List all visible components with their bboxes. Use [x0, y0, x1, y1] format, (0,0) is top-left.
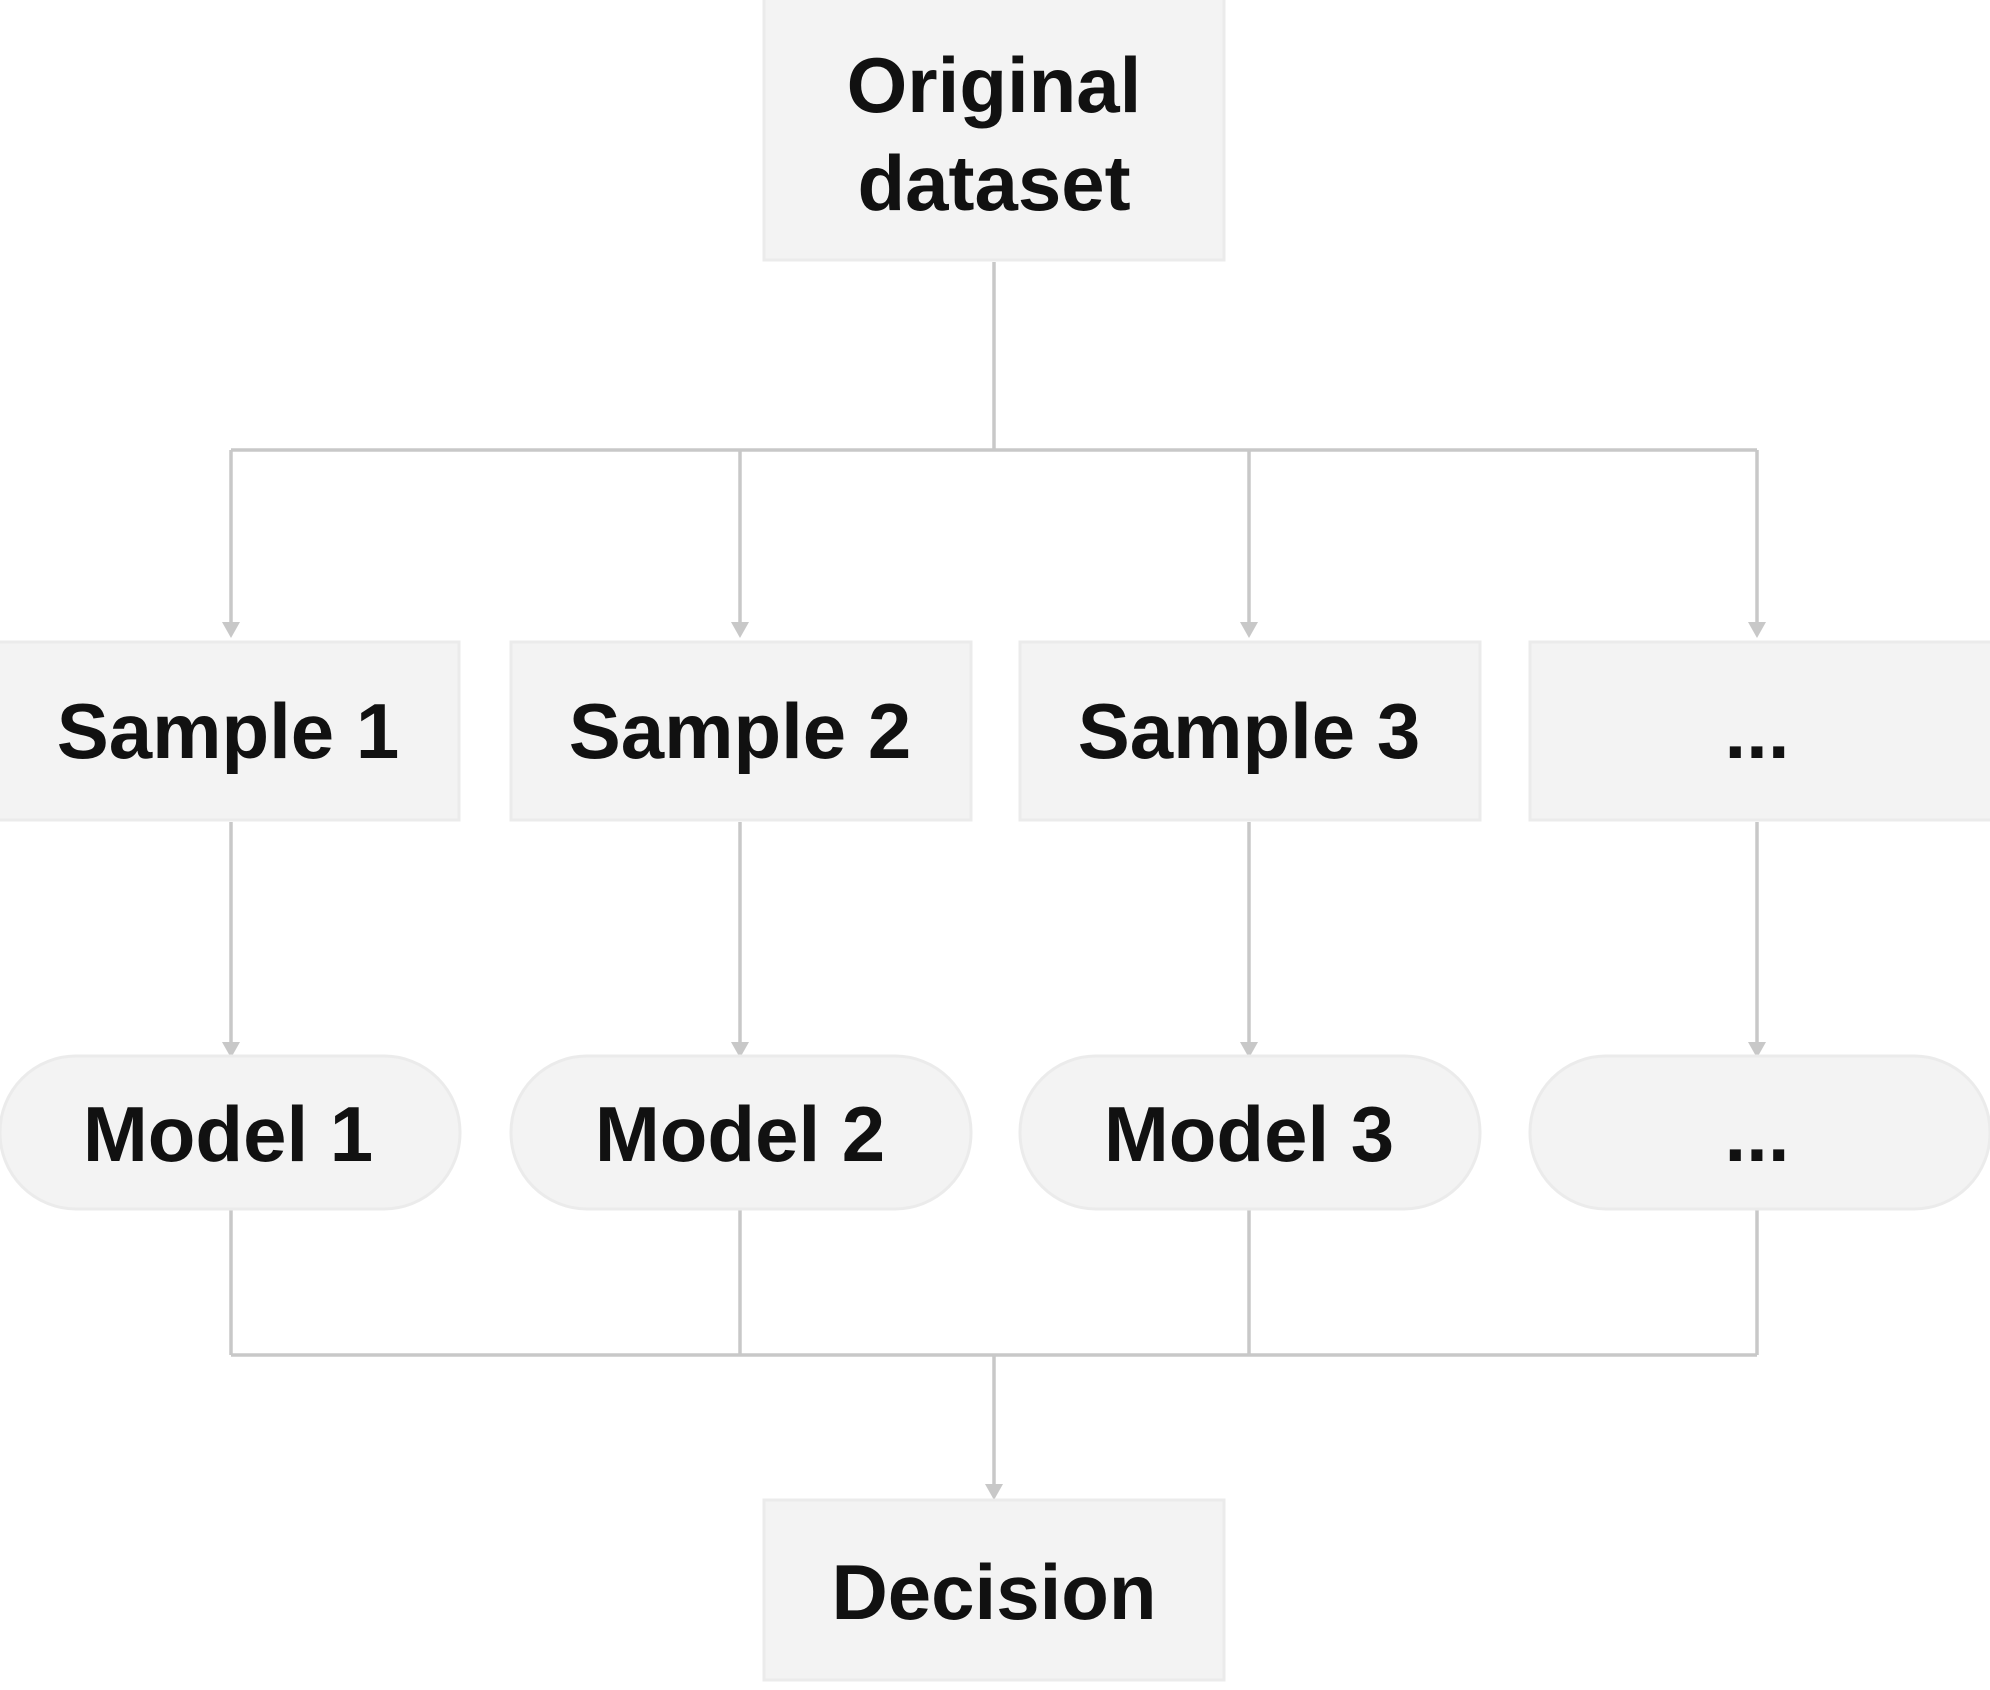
node-model-4-label: ...: [1724, 1090, 1789, 1178]
node-original-dataset: Original dataset: [762, 0, 1226, 262]
node-model-1: Model 1: [0, 1054, 462, 1211]
node-sample-4-box: [1528, 640, 1990, 822]
node-model-2-box: [509, 1054, 973, 1211]
node-original-dataset-box: [762, 0, 1226, 262]
arrowhead-decision: [985, 1484, 1003, 1500]
node-sample-2: Sample 2: [509, 640, 973, 822]
arrowhead-model-4: [1748, 1042, 1766, 1058]
node-model-4: ...: [1528, 1054, 1990, 1211]
arrowhead-model-3: [1240, 1042, 1258, 1058]
node-model-2-label: Model 2: [595, 1090, 885, 1178]
node-decision-box: [762, 1498, 1226, 1682]
node-model-1-box: [0, 1054, 462, 1211]
node-sample-3-box: [1018, 640, 1482, 822]
node-model-4-box: [1528, 1054, 1990, 1211]
node-sample-1-label: Sample 1: [57, 687, 400, 775]
node-sample-3: Sample 3: [1018, 640, 1482, 822]
node-sample-3-label: Sample 3: [1078, 687, 1421, 775]
arrowheads: [222, 622, 1766, 1500]
node-decision: Decision: [762, 1498, 1226, 1682]
node-original-dataset-label-line-2: dataset: [857, 139, 1130, 227]
arrowhead-sample-4: [1748, 622, 1766, 638]
node-sample-1: Sample 1: [0, 640, 461, 822]
node-original-dataset-label-line-1: Original: [847, 41, 1142, 129]
node-sample-2-label: Sample 2: [569, 687, 912, 775]
node-model-3-box: [1018, 1054, 1482, 1211]
arrowhead-model-1: [222, 1042, 240, 1058]
arrowhead-model-2: [731, 1042, 749, 1058]
node-sample-2-box: [509, 640, 973, 822]
connectors: [229, 262, 1759, 1488]
arrowhead-sample-2: [731, 622, 749, 638]
node-sample-4-label: ...: [1724, 687, 1789, 775]
node-model-3-label: Model 3: [1104, 1090, 1394, 1178]
node-decision-label: Decision: [831, 1548, 1156, 1636]
node-model-1-label: Model 1: [83, 1090, 373, 1178]
arrowhead-sample-3: [1240, 622, 1258, 638]
models-row: Model 1 Model 2 Model 3 ...: [0, 1054, 1990, 1211]
arrowhead-sample-1: [222, 622, 240, 638]
node-model-3: Model 3: [1018, 1054, 1482, 1211]
samples-row: Sample 1 Sample 2 Sample 3 ...: [0, 640, 1990, 822]
node-sample-1-box: [0, 640, 461, 822]
node-sample-4: ...: [1528, 640, 1990, 822]
node-model-2: Model 2: [509, 1054, 973, 1211]
